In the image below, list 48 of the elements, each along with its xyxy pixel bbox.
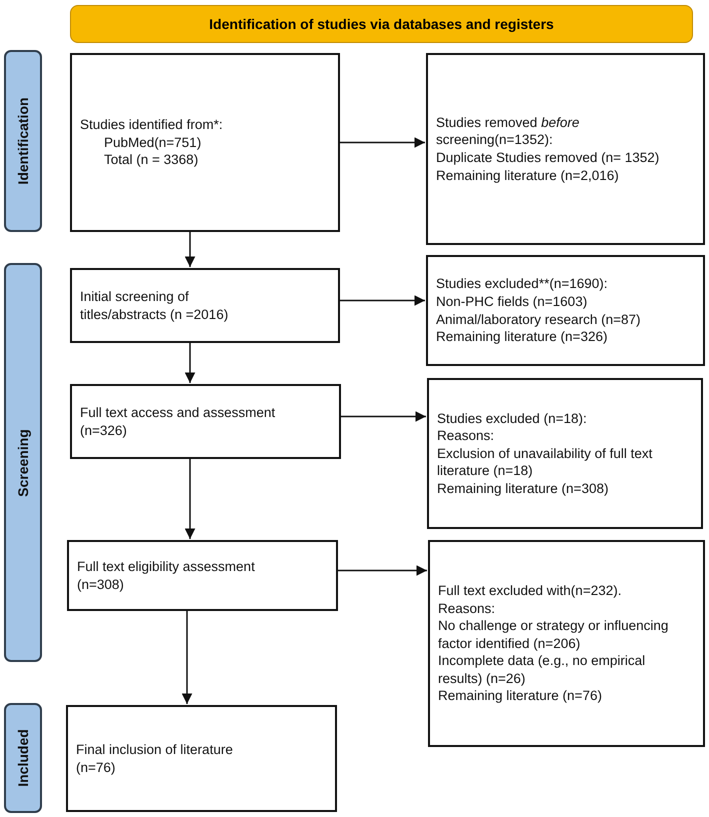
arrow xyxy=(184,232,196,267)
box-text: Studies excluded**(n=1690): xyxy=(436,275,608,293)
box-text: Incomplete data (e.g., no empirical results) (n=26) xyxy=(438,652,646,688)
process-box xyxy=(426,53,705,245)
box-text: Remaining literature (n=308) xyxy=(437,480,610,498)
box-text: Exclusion of unavailability of full text literature (n=18) xyxy=(437,444,654,480)
arrow xyxy=(340,137,425,148)
box-text: Studies removed before screening(n=1352): xyxy=(436,114,580,149)
arrow xyxy=(340,295,425,306)
box-text: Initial screening of titles/abstracts (n =2016) xyxy=(80,288,230,324)
process-box xyxy=(70,268,340,343)
box-text: Reasons: xyxy=(438,600,496,618)
box-text: Animal/laboratory research (n=87) xyxy=(436,310,642,328)
section-header xyxy=(70,5,693,43)
label-text: Included xyxy=(15,729,31,787)
label-text: Identification of studies via databases and registers xyxy=(209,16,554,32)
box-text: Studies excluded (n=18): xyxy=(437,410,588,428)
box-text: Remaining literature (n=2,016) xyxy=(436,166,620,184)
box-text: Full text excluded with(n=232). xyxy=(438,582,622,600)
box-text: PubMed(n=751) xyxy=(103,134,202,152)
arrow xyxy=(184,343,196,383)
phase-label xyxy=(4,50,42,232)
box-text: Studies identified from*: xyxy=(80,116,224,134)
phase-label xyxy=(4,263,42,662)
box-text: Full text eligibility assessment (n=308) xyxy=(77,558,256,594)
box-text: Final inclusion of literature (n=76) xyxy=(76,740,234,776)
process-box xyxy=(427,378,703,529)
box-text: Duplicate Studies removed (n= 1352) xyxy=(436,149,660,167)
process-box xyxy=(428,540,705,747)
arrow xyxy=(341,411,426,422)
box-text: Full text access and assessment (n=326) xyxy=(80,404,276,440)
process-box xyxy=(66,705,337,812)
box-text: Reasons: xyxy=(437,427,496,445)
box-text: Non-PHC fields (n=1603) xyxy=(436,292,588,310)
process-box xyxy=(70,53,340,232)
arrow xyxy=(182,611,192,704)
phase-label xyxy=(4,703,42,813)
label-text: Screening xyxy=(15,428,31,496)
box-text: Total (n = 3368) xyxy=(103,151,200,169)
arrow xyxy=(338,565,427,576)
process-box xyxy=(67,540,338,611)
box-text: Remaining literature (n=326) xyxy=(436,328,608,346)
process-box xyxy=(426,255,705,366)
arrow xyxy=(184,459,196,539)
box-text: Remaining literature (n=76) xyxy=(438,687,603,705)
label-text: Identification xyxy=(15,97,31,185)
process-box xyxy=(70,384,341,459)
box-text: No challenge or strategy or influencing factor identified (n=206) xyxy=(438,617,670,652)
